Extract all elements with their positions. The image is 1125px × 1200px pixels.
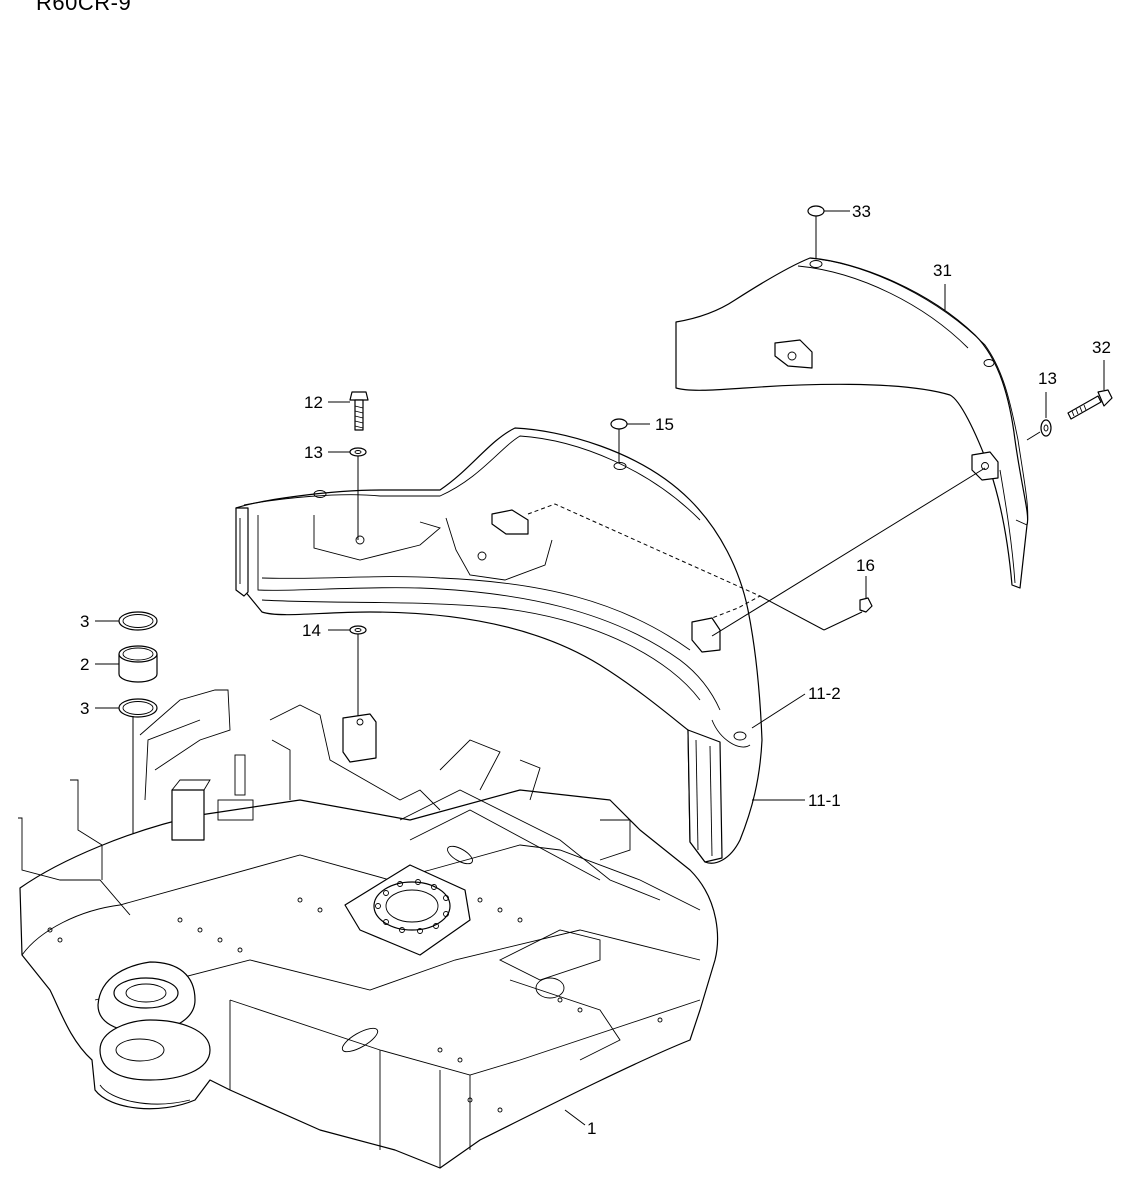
washer-14 <box>328 625 367 722</box>
callout-13-right: 13 <box>1038 369 1057 388</box>
bolt-12 <box>328 391 369 431</box>
callout-13-left: 13 <box>304 443 323 462</box>
leader-11-2 <box>751 693 806 729</box>
assembly-lines <box>527 467 986 637</box>
model-title: R60CR-9 <box>36 0 132 15</box>
deck-holes <box>47 897 663 1113</box>
plug-15 <box>610 418 650 462</box>
callout-14: 14 <box>302 621 321 640</box>
callout-16: 16 <box>856 556 875 575</box>
callout-2: 2 <box>80 655 89 674</box>
bolt-32 <box>1067 360 1113 420</box>
callout-3-bottom: 3 <box>80 699 89 718</box>
bearing-bolt-holes <box>375 879 449 934</box>
bolt-16 <box>859 576 873 613</box>
counterweight-11 <box>235 427 763 864</box>
washer-13-left <box>328 447 367 540</box>
callout-33: 33 <box>852 202 871 221</box>
callout-12: 12 <box>304 393 323 412</box>
callout-11-1: 11-1 <box>808 791 841 810</box>
callout-31: 31 <box>933 261 952 280</box>
bushing-2 <box>95 645 158 683</box>
callout-1: 1 <box>587 1119 596 1138</box>
upper-frame-1 <box>18 689 719 1169</box>
callout-11-2: 11-2 <box>808 684 841 703</box>
counterweight-cover-31 <box>675 257 1029 589</box>
ring-3-top <box>95 611 158 631</box>
callout-15: 15 <box>655 415 674 434</box>
plug-33 <box>807 205 850 258</box>
callout-32: 32 <box>1092 338 1111 357</box>
washer-13-right <box>1026 392 1052 441</box>
callout-3-top: 3 <box>80 612 89 631</box>
